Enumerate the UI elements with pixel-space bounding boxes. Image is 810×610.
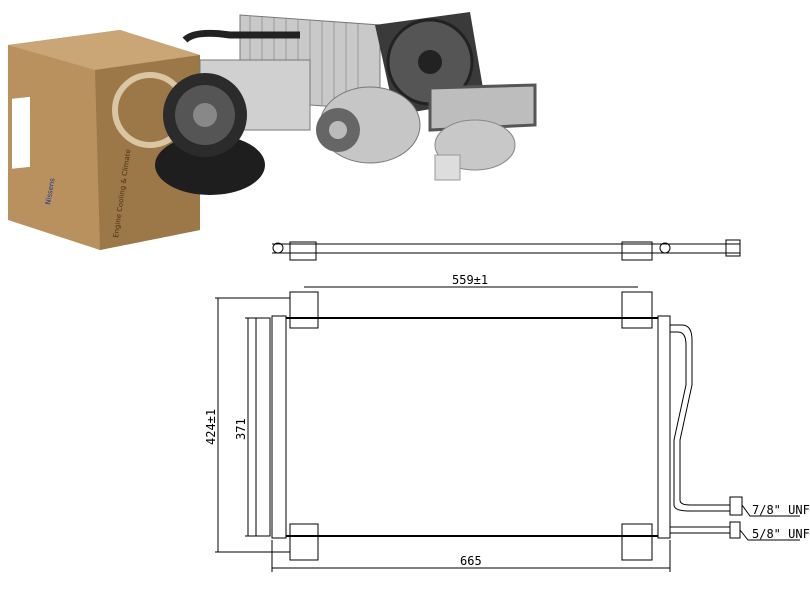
fitting-label-5-8: 5/8" UNF <box>752 527 810 541</box>
fitting-label-7-8: 7/8" UNF <box>752 503 810 517</box>
compressor-photo <box>316 86 421 164</box>
top-view <box>272 239 741 261</box>
blower-motor-photo <box>155 73 265 195</box>
dimension-height-outer: 424±1 <box>204 409 218 445</box>
cardboard-box: Nissens Engine Cooling & Climate <box>8 30 200 250</box>
heater-core-photo <box>428 83 537 132</box>
dimension-width-top: 559±1 <box>452 273 488 287</box>
dimension-width-bottom: 665 <box>460 554 482 568</box>
dimension-height-core: 371 <box>234 418 248 440</box>
receiver-drier-photo <box>434 119 516 181</box>
front-view <box>215 286 800 572</box>
condenser-technical-drawing <box>215 239 800 572</box>
